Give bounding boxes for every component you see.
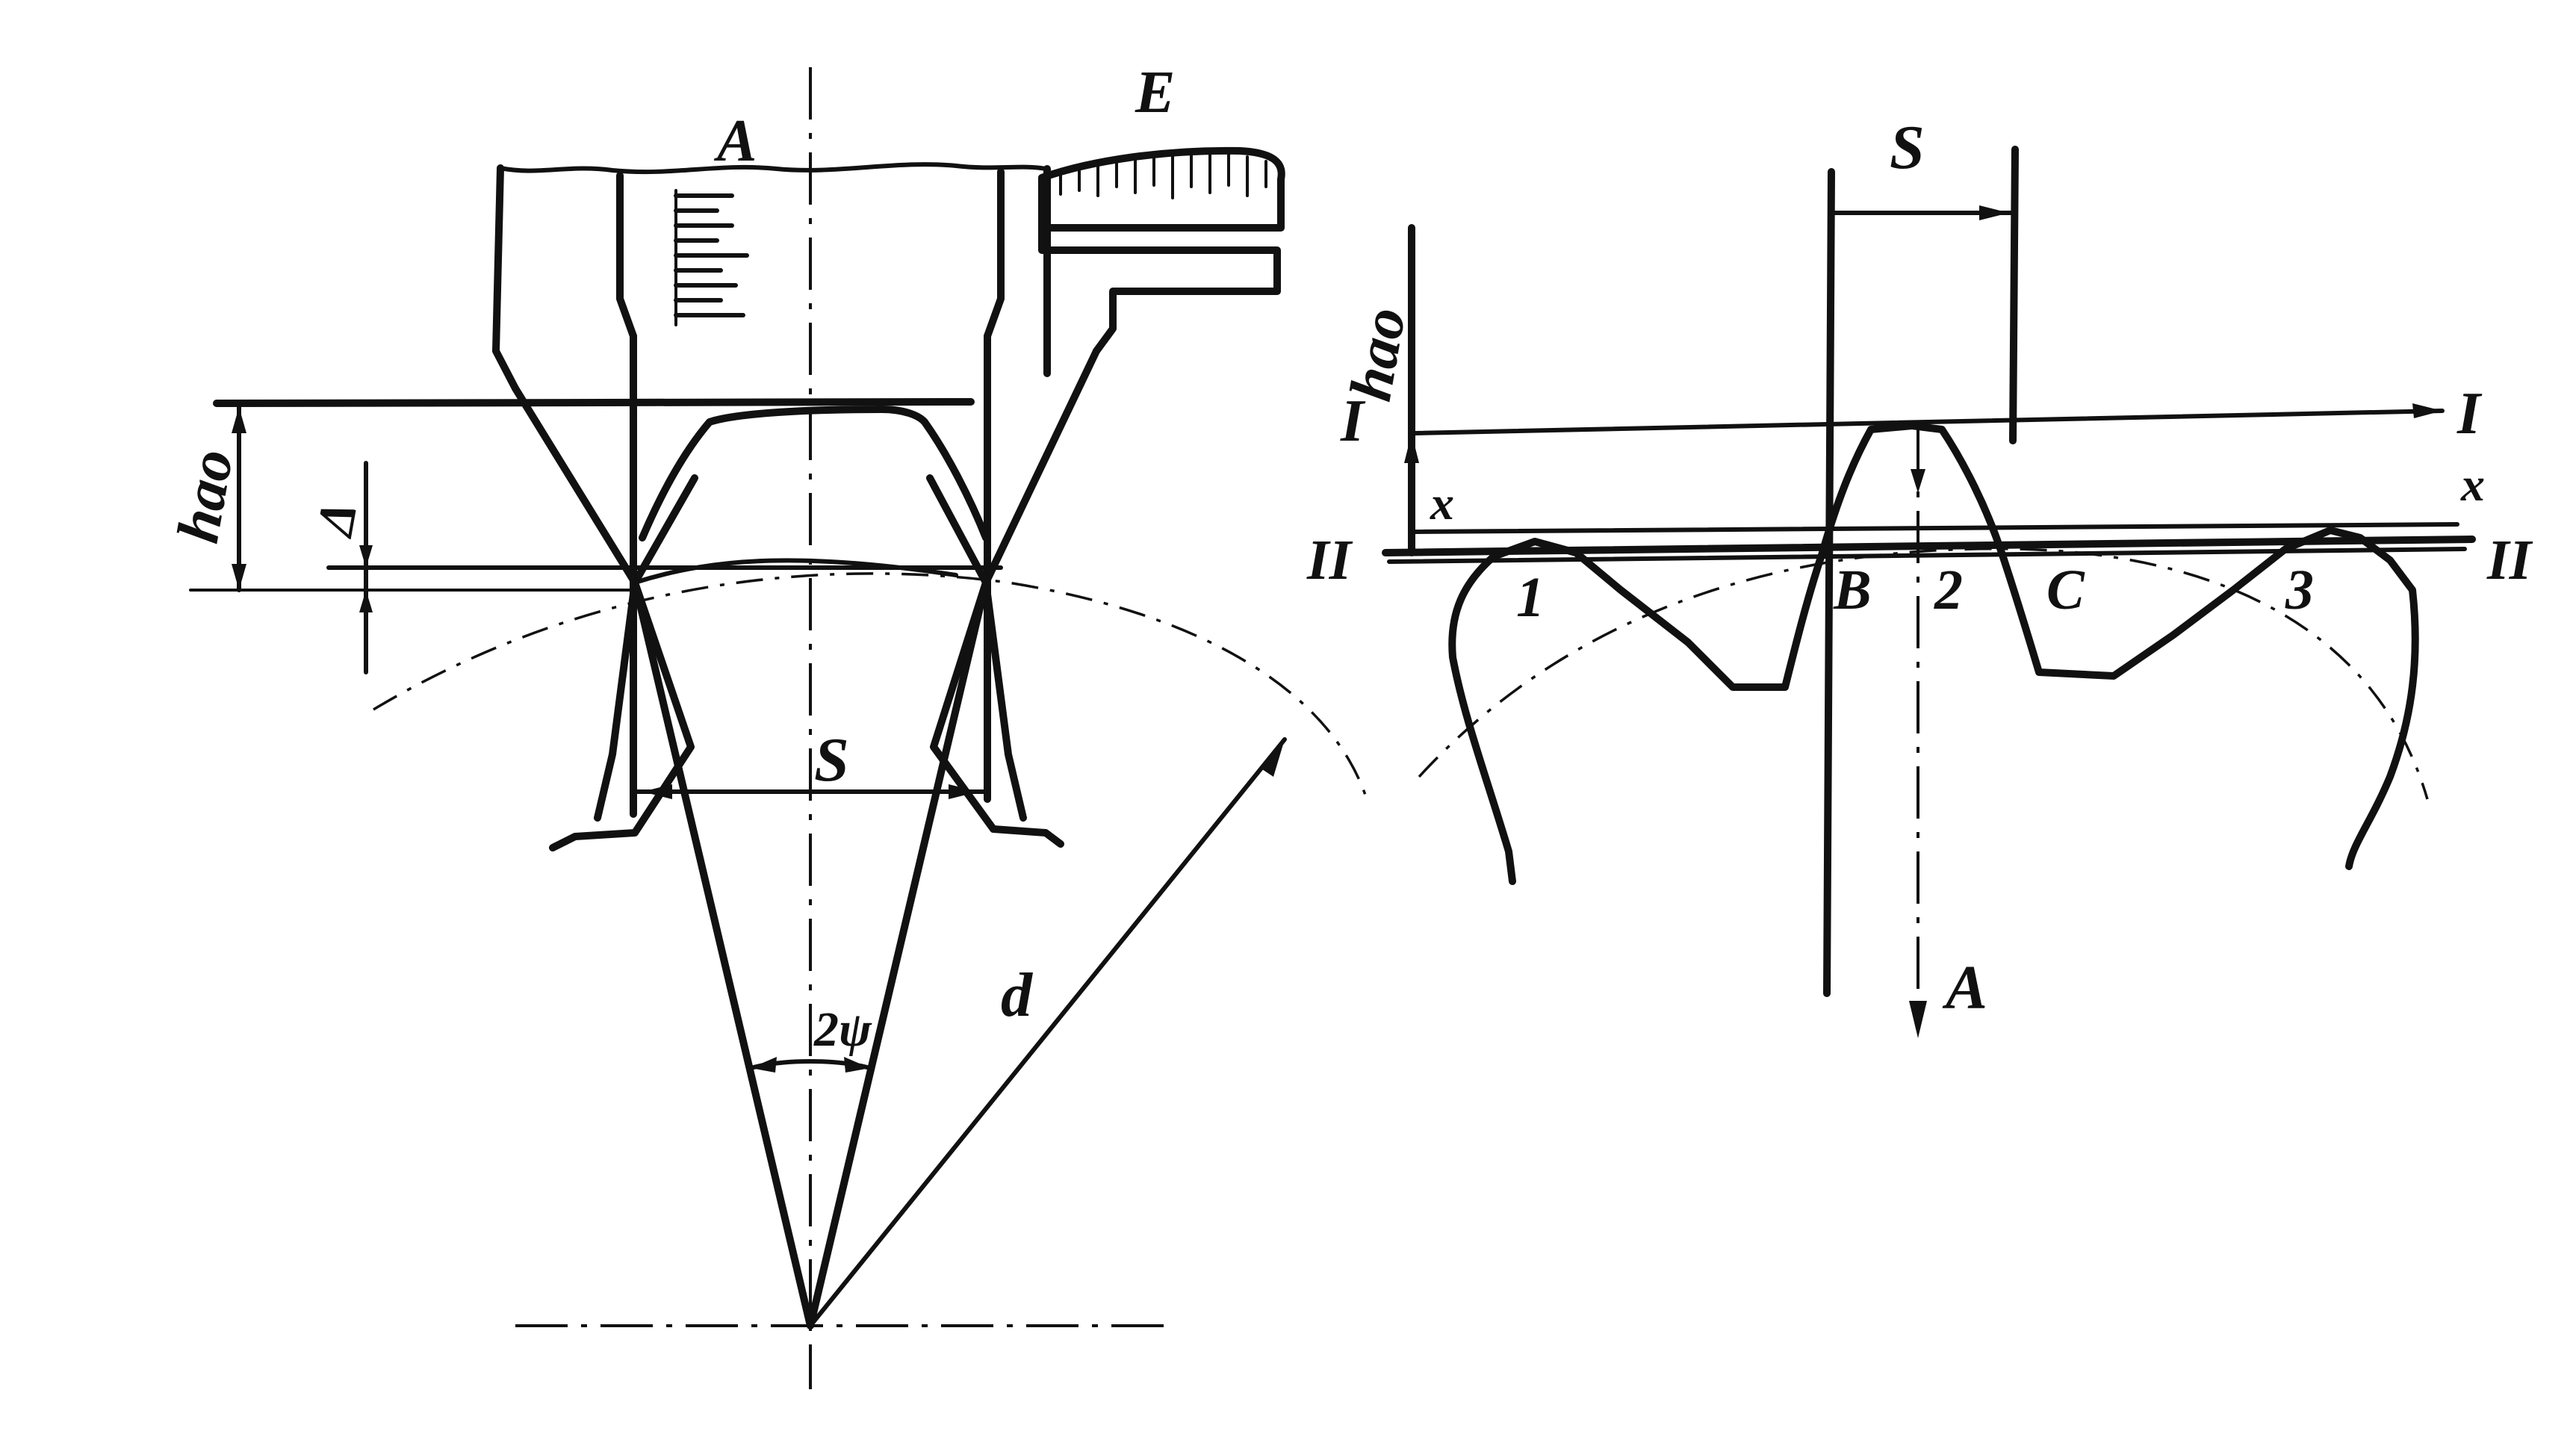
caliper-body-top-edge [498, 162, 1048, 175]
label-hao: hao [165, 444, 246, 547]
pitch-circle-arc-fragment [633, 558, 958, 585]
right-pitch-circle-arc [1418, 547, 2429, 800]
left-view: A E hao Δ S 2ψ d [165, 60, 1368, 1389]
caliper-left-outer-rail [492, 164, 519, 392]
micrometer-dial-e [1038, 146, 1285, 355]
label-x-right: x [2460, 458, 2485, 511]
line-i-i [1413, 409, 2445, 435]
label-c: C [2046, 559, 2085, 621]
label-ii-right: II [2486, 529, 2533, 592]
label-delta: Δ [305, 497, 368, 542]
right-s-right-extension [2009, 146, 2019, 444]
pitch-circle-arc [373, 572, 1368, 800]
caliper-right-inner-rail [984, 168, 1005, 340]
label-i-right: I [2456, 381, 2483, 447]
left-jaw-slant [594, 474, 698, 822]
right-label-s: S [1890, 113, 1925, 182]
caliper-left-inner-rail [616, 172, 637, 340]
label-e: E [1135, 60, 1175, 125]
radial-line-right [807, 579, 990, 1329]
right-view: S hao I I x x II II 1 2 3 B C A [1306, 113, 2533, 1038]
measured-tooth-profile [639, 406, 990, 541]
label-s: S [814, 725, 849, 795]
label-b: B [1833, 559, 1872, 621]
gear-teeth-outline [1448, 422, 2419, 885]
label-ii-left: II [1306, 529, 1353, 592]
right-label-a: A [1942, 953, 1987, 1022]
label-tooth-2: 2 [1934, 559, 1963, 621]
vernier-scale [674, 189, 749, 326]
line-x-x [1413, 522, 2459, 534]
right-label-hao: hao [1338, 302, 1418, 406]
height-gauge-bar [213, 398, 975, 407]
label-i-left: I [1340, 388, 1366, 454]
label-x-left: x [1430, 477, 1454, 530]
radius-d-line [808, 737, 1287, 1328]
right-jaw-slant [926, 474, 1027, 822]
right-s-left-extension [1823, 168, 1835, 997]
label-2psi: 2ψ [813, 1002, 872, 1057]
label-a: A [713, 108, 757, 174]
label-d: d [1001, 961, 1034, 1030]
label-tooth-1: 1 [1516, 566, 1545, 629]
radial-line-left [631, 579, 814, 1329]
label-tooth-3: 3 [2285, 559, 2314, 621]
